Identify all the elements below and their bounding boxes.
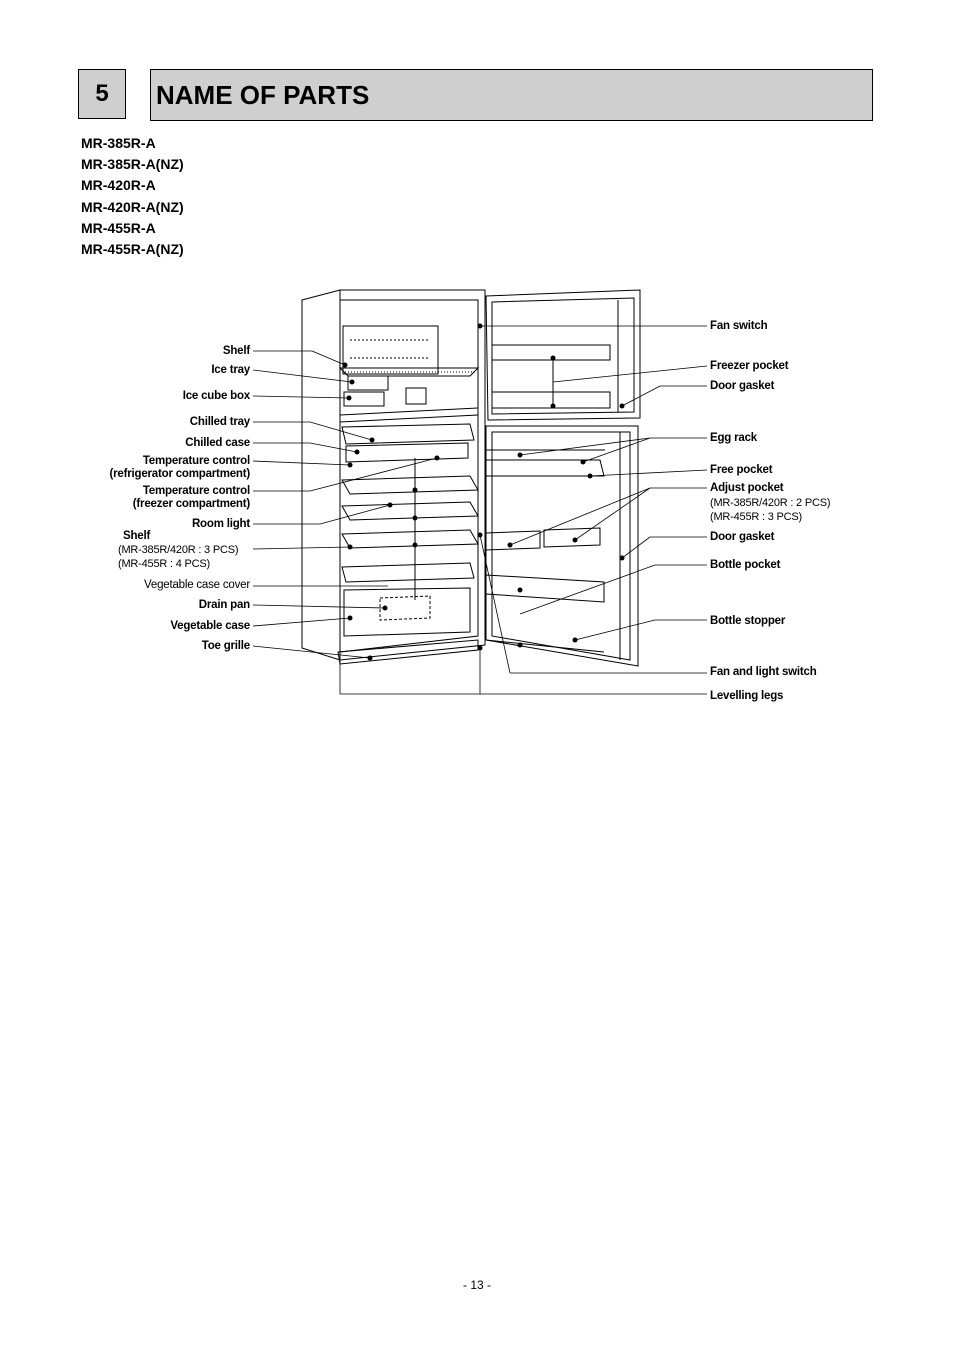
label-fan-and-light-switch: Fan and light switch bbox=[710, 666, 817, 678]
model-item: MR-385R-A bbox=[81, 135, 156, 151]
label-toe-grille: Toe grille bbox=[201, 640, 250, 652]
label-shelf-note-2: (MR-455R : 4 PCS) bbox=[118, 558, 210, 570]
model-item: MR-455R-A(NZ) bbox=[81, 241, 184, 258]
label-fan-switch: Fan switch bbox=[710, 320, 768, 332]
label-ice-tray: Ice tray bbox=[211, 364, 250, 376]
section-number: 5 bbox=[78, 69, 126, 119]
freezer-door-outline bbox=[485, 289, 641, 421]
label-room-light: Room light bbox=[191, 518, 250, 530]
label-door-gasket-top: Door gasket bbox=[710, 380, 775, 392]
label-line: (refrigerator compartment) bbox=[109, 468, 251, 480]
label-line: Temperature control bbox=[142, 455, 250, 467]
label-shelf: Shelf bbox=[123, 530, 151, 542]
label-bottle-stopper: Bottle stopper bbox=[710, 615, 786, 627]
label-shelf-top: Shelf bbox=[222, 345, 250, 357]
label-line: Temperature control bbox=[142, 485, 250, 497]
section-title: NAME OF PARTS bbox=[150, 69, 873, 121]
label-vegetable-case-cover: Vegetable case cover bbox=[144, 579, 250, 591]
label-vegetable-case: Vegetable case bbox=[170, 620, 250, 632]
label-adjust-note-1: (MR-385R/420R : 2 PCS) bbox=[710, 497, 831, 509]
page-number: - 13 - bbox=[462, 1278, 491, 1292]
label-temperature-control-freezer: Temperature control (freezer compartment… bbox=[100, 485, 250, 511]
label-shelf-note-1: (MR-385R/420R : 3 PCS) bbox=[118, 544, 239, 556]
label-adjust-note-2: (MR-455R : 3 PCS) bbox=[710, 511, 802, 523]
label-freezer-pocket: Freezer pocket bbox=[710, 360, 789, 372]
label-line: (freezer compartment) bbox=[132, 498, 250, 510]
label-chilled-tray: Chilled tray bbox=[189, 416, 250, 428]
label-levelling-legs: Levelling legs bbox=[710, 690, 784, 702]
label-chilled-case: Chilled case bbox=[185, 437, 250, 449]
label-door-gasket-bottom: Door gasket bbox=[710, 531, 775, 543]
model-item: MR-455R-A bbox=[81, 219, 156, 236]
label-drain-pan: Drain pan bbox=[198, 599, 250, 611]
label-temperature-control-refrigerator: Temperature control (refrigerator compar… bbox=[100, 455, 251, 481]
model-item: MR-420R-A(NZ) bbox=[81, 198, 184, 215]
label-ice-cube-box: Ice cube box bbox=[182, 390, 250, 402]
label-free-pocket: Free pocket bbox=[710, 464, 773, 476]
label-egg-rack: Egg rack bbox=[710, 432, 757, 444]
label-adjust-pocket: Adjust pocket bbox=[710, 482, 784, 494]
refrigerator-diagram bbox=[252, 289, 708, 695]
model-item: MR-385R-A(NZ) bbox=[81, 156, 184, 173]
label-bottle-pocket: Bottle pocket bbox=[710, 559, 781, 571]
cabinet-outline bbox=[301, 289, 486, 661]
refrigerator-door-outline bbox=[485, 425, 639, 667]
model-list: MR-385R-A MR-385R-A(NZ) MR-420R-A MR-420… bbox=[81, 133, 184, 260]
model-item: MR-420R-A bbox=[81, 177, 156, 194]
